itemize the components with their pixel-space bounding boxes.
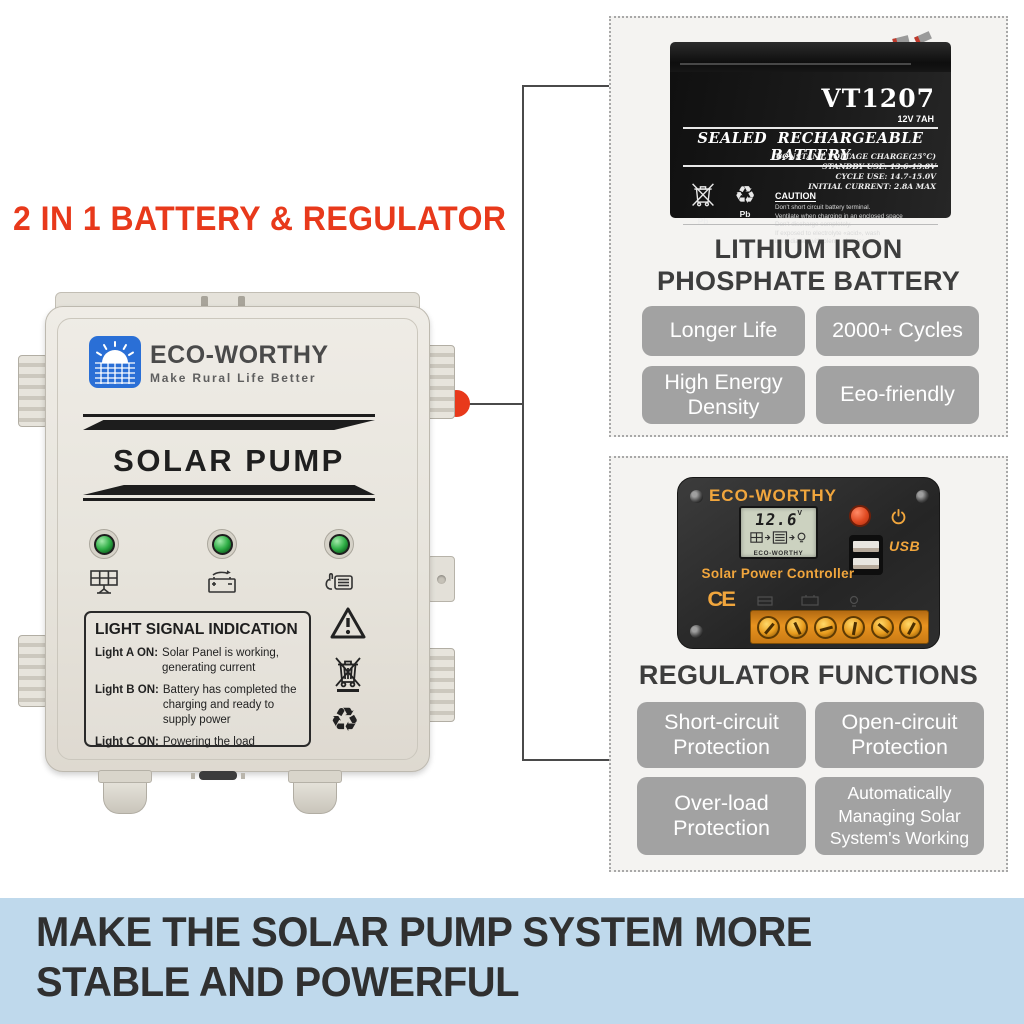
terminal-labels-icons	[757, 595, 859, 607]
feature-badge: High Energy Density	[642, 366, 805, 424]
light-signal-entry-b: Light B ON: Battery has completed the ch…	[95, 683, 297, 726]
battery-body: VT1207 12V 7AH SEALED RECHARGEABLE BATTE…	[670, 72, 951, 245]
light-signal-panel: LIGHT SIGNAL INDICATION Light A ON: Sola…	[84, 611, 311, 748]
side-mount-tab	[427, 556, 455, 602]
controller-brand: ECO-WORTHY	[708, 486, 838, 505]
light-signal-title: LIGHT SIGNAL INDICATION	[95, 621, 298, 638]
regulator-callout-panel: ECO-WORTHY 12.6V ECO-WORTHY	[609, 456, 1008, 872]
terminal-screw	[785, 615, 809, 639]
warning-triangle-icon	[330, 607, 366, 639]
weee-bin-icon	[335, 657, 361, 692]
terminal-screw	[756, 615, 780, 639]
connector-dot-line	[455, 403, 523, 405]
hinge-flange	[18, 635, 48, 707]
battery-icon	[208, 570, 236, 593]
battery-disposal-icons: Pb ♻ Pb	[688, 182, 760, 226]
connector-bottom-line	[523, 759, 610, 761]
battery-image: VT1207 12V 7AH SEALED RECHARGEABLE BATTE…	[670, 31, 951, 245]
hinge-flange	[18, 355, 48, 427]
connector-top-line	[523, 85, 610, 87]
battery-callout-panel: VT1207 12V 7AH SEALED RECHARGEABLE BATTE…	[609, 16, 1008, 437]
feature-badge: Longer Life	[642, 306, 805, 356]
cable-gland	[288, 770, 342, 814]
lcd-flow-icons	[749, 531, 805, 544]
feature-badge: Over-load Protection	[637, 777, 806, 855]
regulator-feature-badges: Short-circuit Protection Open-circuit Pr…	[637, 702, 984, 855]
light-signal-entry-c: Light C ON: Powering the load	[95, 735, 255, 748]
decor-stripe-top	[83, 414, 375, 430]
usb-logo: USB	[889, 538, 921, 554]
solar-panel-icon	[90, 570, 118, 594]
lcd-display: 12.6V ECO-WORTHY	[739, 506, 818, 559]
controller-image: ECO-WORTHY 12.6V ECO-WORTHY	[677, 477, 940, 649]
corner-screw	[916, 490, 929, 503]
banner-text: MAKE THE SOLAR PUMP SYSTEM MORE STABLE A…	[36, 908, 812, 1006]
decor-stripe-bottom	[83, 485, 375, 501]
usb-port-slot	[191, 771, 245, 780]
regulator-section-heading: REGULATOR FUNCTIONS	[638, 660, 979, 690]
pb-recycle-icon: ♻ Pb	[734, 181, 756, 219]
brand-tagline: Make Rural Life Better	[150, 371, 317, 385]
corner-screw	[690, 490, 703, 503]
feature-badge: Open-circuit Protection	[815, 702, 984, 768]
feature-badge: Automatically Managing Solar System's Wo…	[815, 777, 984, 855]
brand-name: ECO-WORTHY	[150, 341, 329, 369]
eco-worthy-logo-icon	[89, 336, 141, 388]
battery-feature-badges: Longer Life 2000+ Cycles High Energy Den…	[642, 306, 979, 424]
product-name: SOLAR PUMP	[113, 443, 345, 478]
recycle-icon: ♻	[330, 700, 360, 739]
dual-usb-ports	[849, 535, 883, 575]
led-a-indicator	[89, 529, 119, 559]
bottom-banner: MAKE THE SOLAR PUMP SYSTEM MORE STABLE A…	[0, 898, 1024, 1024]
feature-badge: 2000+ Cycles	[816, 306, 979, 356]
battery-type-label: SEALED RECHARGEABLE BATTERY	[683, 127, 938, 167]
corner-screw	[690, 625, 703, 638]
led-b-indicator	[207, 529, 237, 559]
latch-flange	[425, 345, 455, 419]
feature-badge: Eeo-friendly	[816, 366, 979, 424]
battery-specs: CONSTANT VOLTAGE CHARGE(25°C) STANDBY US…	[776, 152, 936, 191]
battery-section-heading: LITHIUM IRON PHOSPHATE BATTERY	[656, 234, 961, 296]
light-signal-entry-a: Light A ON: Solar Panel is working, gene…	[95, 647, 280, 674]
reset-button	[849, 505, 871, 527]
controller-caption: Solar Power Controller	[701, 566, 855, 581]
enclosure-front: ECO-WORTHY Make Rural Life Better SOLAR …	[45, 306, 430, 772]
power-icon	[891, 508, 906, 525]
led-c-indicator	[324, 529, 354, 559]
battery-rating: 12V 7AH	[897, 114, 934, 124]
connector-vertical-line	[522, 85, 524, 761]
cable-gland	[98, 770, 152, 814]
terminal-screw	[842, 615, 866, 639]
ce-mark: CE	[707, 588, 736, 611]
solar-pump-control-box: ECO-WORTHY Make Rural Life Better SOLAR …	[18, 292, 462, 816]
feature-badge: Short-circuit Protection	[637, 702, 806, 768]
load-icon	[325, 573, 353, 590]
terminal-screw	[899, 615, 923, 639]
terminal-screw	[813, 615, 837, 639]
battery-model: VT1207	[821, 84, 935, 113]
terminal-block	[750, 610, 929, 644]
pb-bin-icon: Pb	[688, 182, 718, 226]
battery-lid	[670, 42, 951, 72]
terminal-screw	[870, 615, 894, 639]
front-panel-outline	[57, 318, 418, 760]
page-title: 2 IN 1 BATTERY & REGULATOR	[13, 200, 507, 238]
